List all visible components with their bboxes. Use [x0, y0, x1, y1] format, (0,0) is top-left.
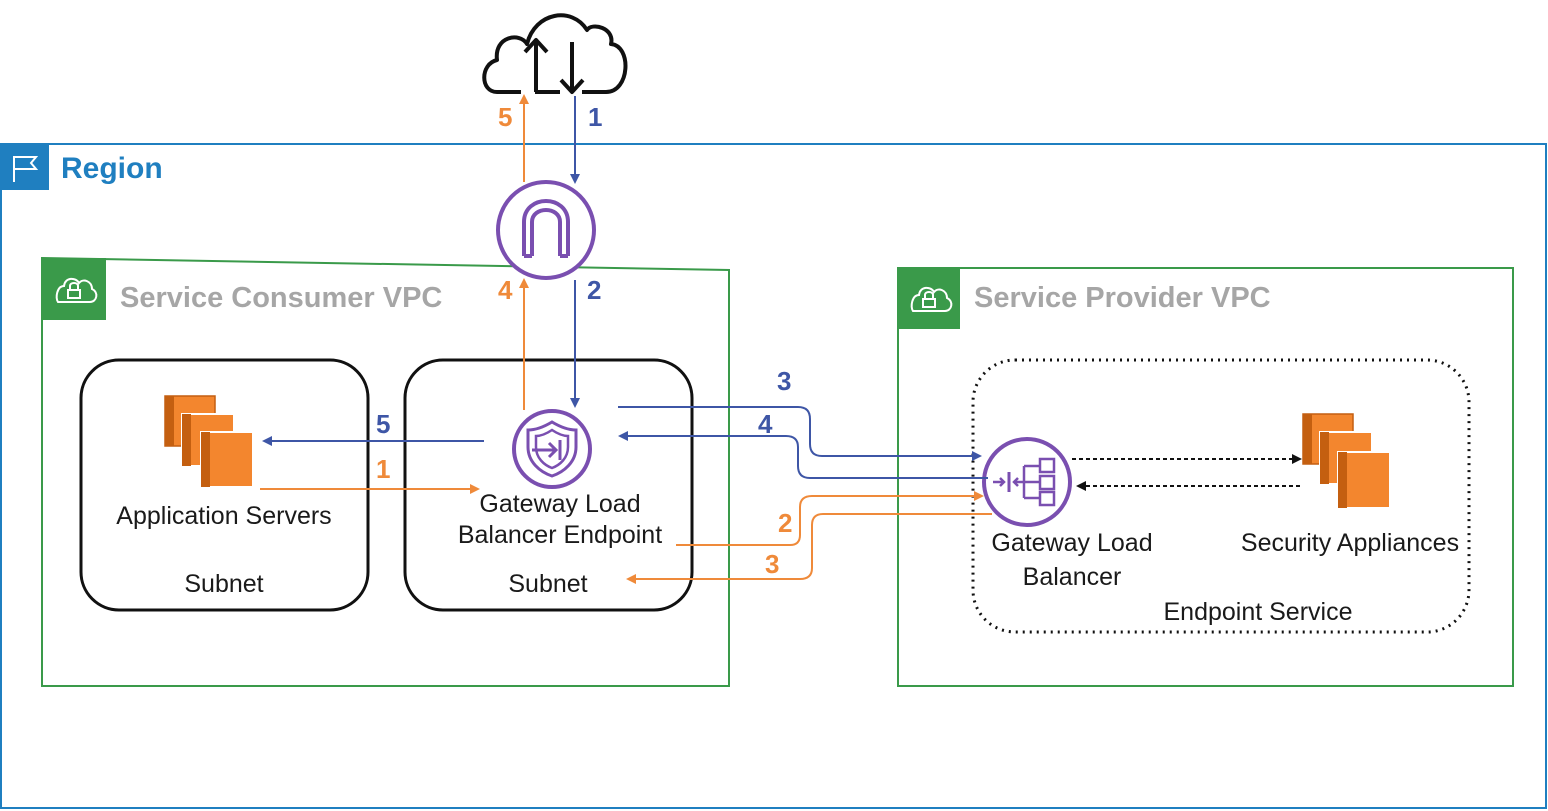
- endpoint-label-line1: Gateway Load: [479, 490, 640, 518]
- consumer-vpc-title: Service Consumer VPC: [120, 282, 442, 314]
- cloud-lock-icon: [55, 277, 98, 303]
- endpoint-subnet-label: Subnet: [508, 570, 587, 598]
- gwlb-label-line2: Balancer: [1023, 563, 1122, 591]
- ec2-instances-icon: [1302, 413, 1391, 509]
- endpoint-subnet-boundary: [403, 358, 694, 612]
- step-inbound-3: 3: [777, 366, 791, 396]
- flow-outbound-2: [676, 491, 984, 546]
- app-subnet: Application Servers Subnet: [79, 358, 370, 612]
- step-inbound-1: 1: [588, 102, 602, 132]
- outbound-flow: [260, 94, 992, 584]
- region-boundary: [0, 143, 1547, 809]
- provider-vpc-title: Service Provider VPC: [974, 282, 1271, 314]
- flow-outbound-3: [626, 513, 992, 584]
- provider-vpc-group: Service Provider VPC: [897, 267, 1514, 687]
- endpoint-label-line2: Balancer Endpoint: [458, 521, 662, 549]
- step-outbound-3: 3: [765, 549, 779, 579]
- inbound-flow: [262, 96, 988, 479]
- flag-icon: [13, 156, 39, 182]
- consumer-vpc-group: Service Consumer VPC: [41, 256, 730, 687]
- endpoint-service-label: Endpoint Service: [1163, 598, 1352, 626]
- app-subnet-label: Subnet: [184, 570, 263, 598]
- step-outbound-2: 2: [778, 508, 792, 538]
- appliance-flow: [1072, 454, 1302, 491]
- gwlb-endpoint-icon: [512, 409, 592, 489]
- step-outbound-5: 5: [498, 102, 512, 132]
- gwlb-endpoint-subnet: Gateway Load Balancer Endpoint Subnet: [403, 358, 694, 612]
- cloud-lock-icon: [910, 286, 953, 312]
- ec2-instances-icon: [164, 395, 254, 488]
- flow-inbound-3: [618, 406, 982, 461]
- step-inbound-5: 5: [376, 409, 390, 439]
- internet-gateway-icon: [496, 180, 596, 280]
- region-icon-box: [1, 144, 49, 190]
- gwlb-label-line1: Gateway Load: [991, 529, 1152, 557]
- cloud-upload-download-icon: [482, 13, 628, 94]
- step-outbound-4: 4: [498, 275, 513, 305]
- consumer-vpc-boundary: [41, 256, 730, 687]
- flow-inbound-4: [618, 431, 988, 479]
- region-group: Region: [0, 143, 1547, 809]
- region-title: Region: [61, 152, 163, 185]
- gateway-load-balancer-icon: [982, 437, 1072, 527]
- step-outbound-1: 1: [376, 454, 390, 484]
- security-appliances-label: Security Appliances: [1241, 529, 1459, 557]
- app-subnet-boundary: [79, 358, 370, 612]
- step-inbound-4: 4: [758, 409, 773, 439]
- step-inbound-2: 2: [587, 275, 601, 305]
- app-servers-label: Application Servers: [116, 502, 331, 530]
- step-labels: 1 2 3 4 5 1 2 3 4 5: [376, 102, 792, 579]
